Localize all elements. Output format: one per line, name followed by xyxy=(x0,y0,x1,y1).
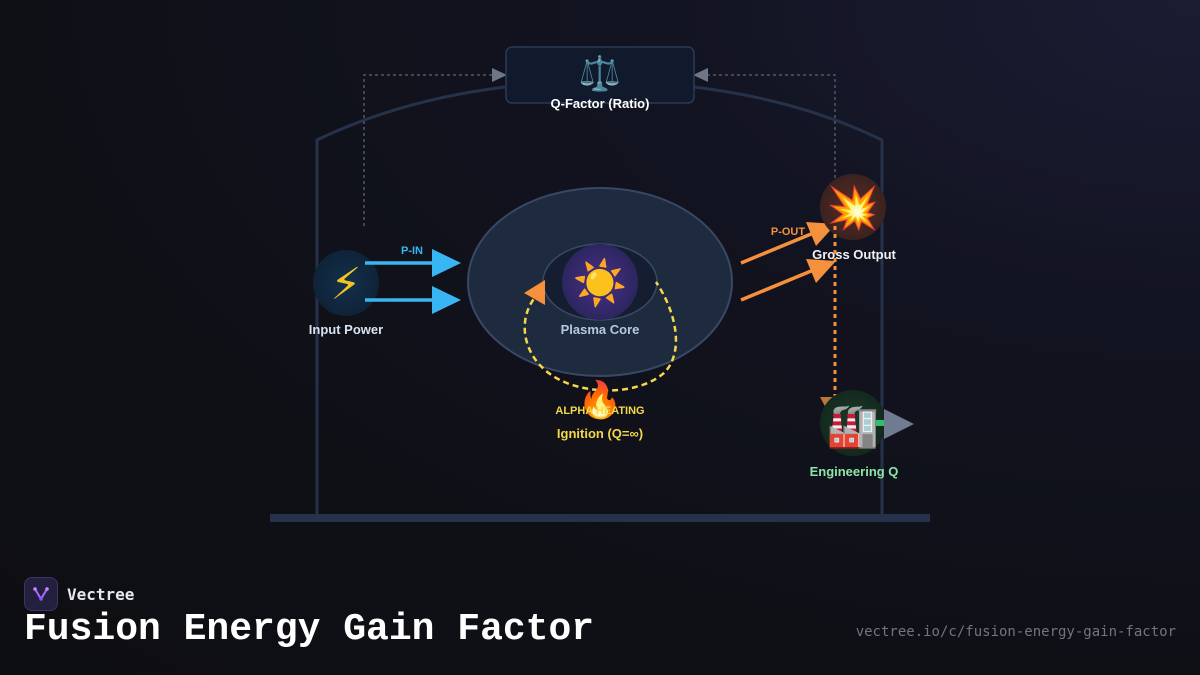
q-feedback-arrow-right xyxy=(693,68,708,82)
fire-icon: 🔥 xyxy=(578,379,623,421)
pout-label: P-OUT xyxy=(771,226,806,238)
gross-output-glow xyxy=(820,174,886,240)
brand: Vectree xyxy=(24,577,134,611)
grid-output-arrow xyxy=(884,409,914,439)
qfactor-box xyxy=(505,46,695,104)
pout-arrow-bottom-line xyxy=(740,267,817,302)
pin-arrow-bottom-head xyxy=(432,286,461,314)
q-feedback-line-left xyxy=(363,74,494,226)
page-url[interactable]: vectree.io/c/fusion-energy-gain-factor xyxy=(855,624,1176,640)
q-feedback-line-right xyxy=(708,74,836,226)
lightning-icon: ⚡ xyxy=(331,259,362,310)
engineering-q-label: Engineering Q xyxy=(810,464,899,479)
brand-name: Vectree xyxy=(67,584,135,604)
explosion-icon: 💥 xyxy=(827,183,879,233)
plasma-glow xyxy=(562,244,638,320)
pin-arrow-top-head xyxy=(432,249,461,277)
vectree-logo-icon xyxy=(24,577,58,611)
scales-icon: ⚖️ xyxy=(579,54,621,94)
alpha-heating-label: ALPHA HEATING xyxy=(555,405,644,417)
sun-icon: ☀️ xyxy=(573,256,628,309)
input-glow xyxy=(313,250,379,316)
alpha-heating-loop xyxy=(523,281,678,392)
plasma-core-label: Plasma Core xyxy=(561,322,640,337)
gross-output-label: Gross Output xyxy=(812,247,896,262)
reactor-frame xyxy=(315,85,884,515)
input-power-label: Input Power xyxy=(309,322,383,337)
pout-arrow-top-line xyxy=(740,230,817,265)
ignition-label: Ignition (Q=∞) xyxy=(557,426,643,441)
factory-icon: 🏭 xyxy=(827,401,879,450)
alpha-loop-arrow xyxy=(524,280,545,305)
pin-label: P-IN xyxy=(401,245,423,257)
reactor-base xyxy=(270,514,930,522)
engineering-glow xyxy=(820,390,886,456)
grid-connector xyxy=(876,420,886,426)
qfactor-label: Q-Factor (Ratio) xyxy=(551,96,650,111)
q-feedback-arrow-left xyxy=(492,68,507,82)
page-title: Fusion Energy Gain Factor xyxy=(24,608,595,651)
pout-arrow-bottom-head xyxy=(806,259,836,283)
